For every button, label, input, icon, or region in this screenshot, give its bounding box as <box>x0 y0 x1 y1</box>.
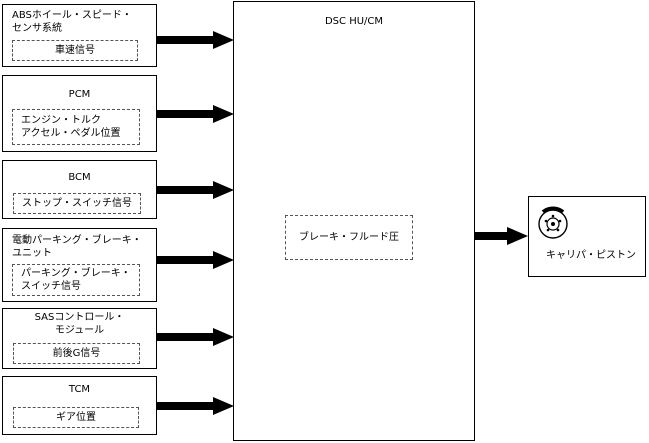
electric-parking-brake-unit-title: 電動パーキング・ブレーキ・ ユニット <box>12 235 142 259</box>
arrow-sas-to-hu <box>157 328 234 346</box>
caliper-piston-label: キャリパ・ピストン <box>546 250 636 261</box>
arrow-pcm-to-hu <box>157 105 234 123</box>
gear-position-signal-label: ギア位置 <box>56 412 96 423</box>
parking-brake-switch-signal-label: パーキング・ブレーキ・ スイッチ信号 <box>21 268 131 292</box>
abs-wheel-speed-sensor-title: ABSホイール・スピード・ センサ系統 <box>12 10 132 34</box>
arrow-hu-to-caliper <box>474 227 528 245</box>
pcm-title: PCM <box>68 89 91 100</box>
caliper-piston-box: キャリパ・ピストン <box>528 196 646 277</box>
sas-control-module-title: SASコントロール・ モジュール <box>34 312 125 336</box>
engine-torque-signal-label: エンジン・トルク アクセル・ペダル位置 <box>21 115 121 139</box>
stop-switch-signal: ストップ・スイッチ信号 <box>13 193 141 214</box>
tcm-title: TCM <box>68 384 91 395</box>
arrow-epb-to-hu <box>157 251 234 269</box>
stop-switch-signal-label: ストップ・スイッチ信号 <box>22 198 132 209</box>
brake-disc-icon <box>538 206 568 239</box>
longitudinal-g-signal: 前後G信号 <box>13 343 140 364</box>
sas-control-module-box: SASコントロール・ モジュール 前後G信号 <box>2 308 157 369</box>
abs-wheel-speed-sensor-box: ABSホイール・スピード・ センサ系統 車速信号 <box>2 4 157 67</box>
brake-fluid-pressure-label: ブレーキ・フルード圧 <box>299 232 399 243</box>
gear-position-signal: ギア位置 <box>13 407 139 428</box>
arrow-abs-to-hu <box>157 31 234 49</box>
engine-torque-signal: エンジン・トルク アクセル・ペダル位置 <box>12 109 140 145</box>
brake-fluid-pressure: ブレーキ・フルード圧 <box>285 215 413 260</box>
dsc-hu-cm-title: DSC HU/CM <box>324 16 384 27</box>
bcm-box: BCM ストップ・スイッチ信号 <box>2 160 157 219</box>
bcm-title: BCM <box>68 172 91 183</box>
arrow-bcm-to-hu <box>157 181 234 199</box>
vehicle-speed-signal: 車速信号 <box>12 40 138 61</box>
pcm-box: PCM エンジン・トルク アクセル・ペダル位置 <box>2 75 157 152</box>
dsc-hu-cm-box: DSC HU/CM ブレーキ・フルード圧 <box>233 1 475 441</box>
arrow-tcm-to-hu <box>157 397 234 415</box>
vehicle-speed-signal-label: 車速信号 <box>55 45 95 56</box>
tcm-box: TCM ギア位置 <box>2 376 157 435</box>
longitudinal-g-signal-label: 前後G信号 <box>52 348 101 359</box>
parking-brake-switch-signal: パーキング・ブレーキ・ スイッチ信号 <box>12 264 140 296</box>
electric-parking-brake-unit-box: 電動パーキング・ブレーキ・ ユニット パーキング・ブレーキ・ スイッチ信号 <box>2 228 157 302</box>
